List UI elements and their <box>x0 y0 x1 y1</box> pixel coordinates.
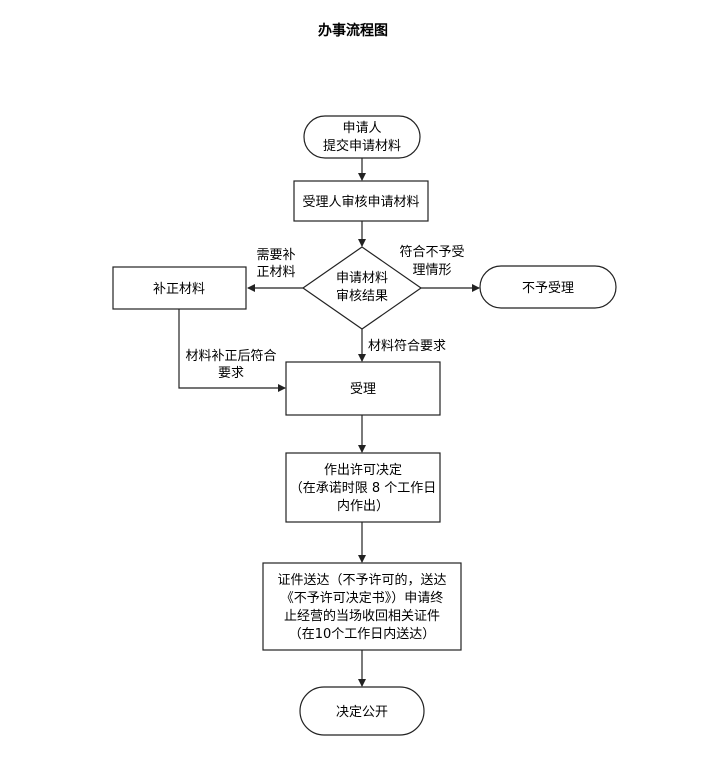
node-decision-line1: 申请材料 <box>336 271 388 286</box>
node-permit-line3: 内作出） <box>337 498 389 514</box>
node-accept: 受理 <box>285 361 441 416</box>
node-permit-line2: （在承诺时限 8 个工作日 <box>290 481 437 496</box>
node-decision: 申请材料 审核结果 <box>301 246 423 330</box>
node-deliver-line1: 证件送达（不予许可的，送达 <box>277 572 446 588</box>
edge-label-reject-cond-line2: 理情形 <box>412 263 451 278</box>
edge-label-need-supplement-line2: 正材料 <box>256 265 295 280</box>
node-deliver-line3: 止经营的当场收回相关证件 <box>284 608 440 624</box>
node-deliver: 证件送达（不予许可的，送达 《不予许可决定书》）申请终 止经营的当场收回相关证件… <box>262 562 462 651</box>
edge-label-reject-cond-line1: 符合不予受 <box>399 244 464 260</box>
node-accept-label: 受理 <box>350 382 376 397</box>
edge-supplement-to-accept <box>178 309 286 392</box>
node-publish: 决定公开 <box>299 686 425 736</box>
node-supplement: 补正材料 <box>112 266 247 310</box>
node-deliver-line4: （在10个工作日内送达） <box>289 626 436 642</box>
node-reject: 不予受理 <box>479 265 617 309</box>
edge-label-need-supplement-line1: 需要补 <box>256 248 295 263</box>
edge-label-after-supplement-line2: 要求 <box>218 366 244 381</box>
node-reject-label: 不予受理 <box>522 281 574 296</box>
node-applicant-line2: 提交申请材料 <box>323 138 401 154</box>
node-permit-line1: 作出许可决定 <box>324 463 402 478</box>
node-deliver-line2: 《不予许可决定书》）申请终 <box>281 590 444 606</box>
node-review-materials: 受理人审核申请材料 <box>293 180 429 222</box>
edge-label-meets-requirements: 材料符合要求 <box>368 338 446 354</box>
node-decision-line2: 审核结果 <box>336 289 388 304</box>
node-supplement-label: 补正材料 <box>153 282 205 297</box>
node-applicant-line1: 申请人 <box>342 121 381 136</box>
node-permit-decision: 作出许可决定 （在承诺时限 8 个工作日 内作出） <box>285 452 441 523</box>
edge-label-after-supplement-line1: 材料补正后符合 <box>185 348 276 364</box>
node-review-materials-label: 受理人审核申请材料 <box>302 195 419 210</box>
diagram-title: 办事流程图 <box>318 23 388 39</box>
node-publish-label: 决定公开 <box>336 705 388 720</box>
node-applicant: 申请人 提交申请材料 <box>303 115 421 159</box>
